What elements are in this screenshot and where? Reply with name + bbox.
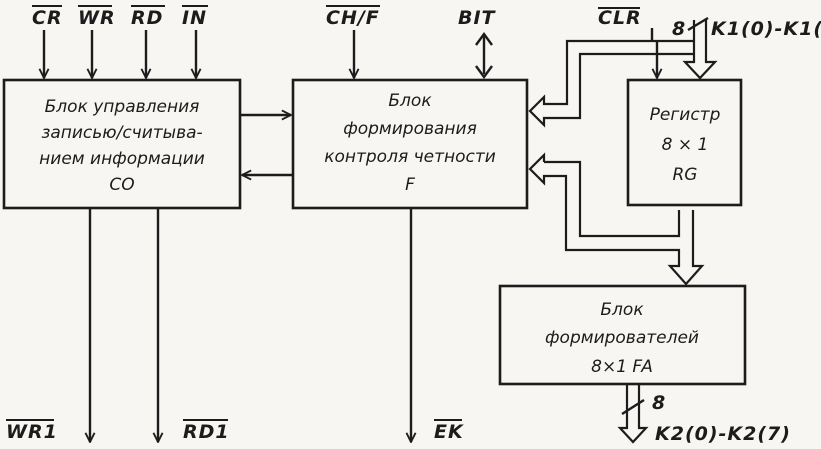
- arrow-bit-head-up: [475, 31, 493, 46]
- signal-wr-label: WR: [78, 7, 116, 29]
- block-co-line-1: Блок управления: [45, 97, 200, 117]
- block-f-line-4: F: [405, 175, 415, 195]
- bus-rg-to-fa: [528, 152, 705, 286]
- signal-ek-label: EK: [434, 421, 464, 443]
- bus-k2-label: K2(0)-K2(7): [655, 423, 791, 445]
- signal-in-label: IN: [182, 7, 207, 29]
- signal-bit-label: BIT: [458, 7, 497, 29]
- bus-width-in-label: 8: [672, 18, 686, 40]
- block-co-line-3: нием информации: [39, 149, 205, 169]
- bus-k1-in: [682, 20, 718, 80]
- block-co: [2, 78, 242, 210]
- block-f-line-2: формирования: [343, 119, 477, 139]
- block-rg-line-2: 8 × 1: [662, 135, 709, 155]
- signal-rd1-label: RD1: [183, 421, 230, 443]
- block-fa-line-2: формирователей: [545, 328, 699, 348]
- block-fa-line-1: Блок: [600, 300, 644, 320]
- block-co-line-4: CO: [109, 175, 134, 195]
- block-rg-line-1: Регистр: [650, 105, 721, 125]
- block-fa: [498, 284, 747, 386]
- block-f-line-1: Блок: [388, 91, 432, 111]
- block-f-line-3: контроля четности: [324, 147, 496, 167]
- signal-ch-f-label: CH/F: [326, 7, 380, 29]
- block-fa-line-3: 8×1 FA: [591, 357, 653, 377]
- bus-k2-out: [617, 384, 649, 444]
- bus-k1-label: K1(0)-K1(7): [711, 18, 821, 40]
- signal-rd-label: RD: [131, 7, 163, 29]
- arrow-bit-head-down: [475, 65, 493, 80]
- block-rg: [626, 78, 743, 207]
- signal-clr-label: CLR: [598, 7, 642, 29]
- block-co-line-2: записью/считыва-: [41, 123, 202, 143]
- bus-k1-slash: [687, 16, 709, 32]
- signal-cr-label: CR: [32, 7, 63, 29]
- bus-k2-slash: [621, 398, 645, 416]
- bus-rg-to-f: [544, 160, 681, 238]
- bus-width-out-label: 8: [652, 392, 666, 414]
- signal-wr1-label: WR1: [6, 421, 58, 443]
- bus-k1-to-f: [528, 39, 694, 128]
- block-rg-line-3: RG: [673, 165, 698, 185]
